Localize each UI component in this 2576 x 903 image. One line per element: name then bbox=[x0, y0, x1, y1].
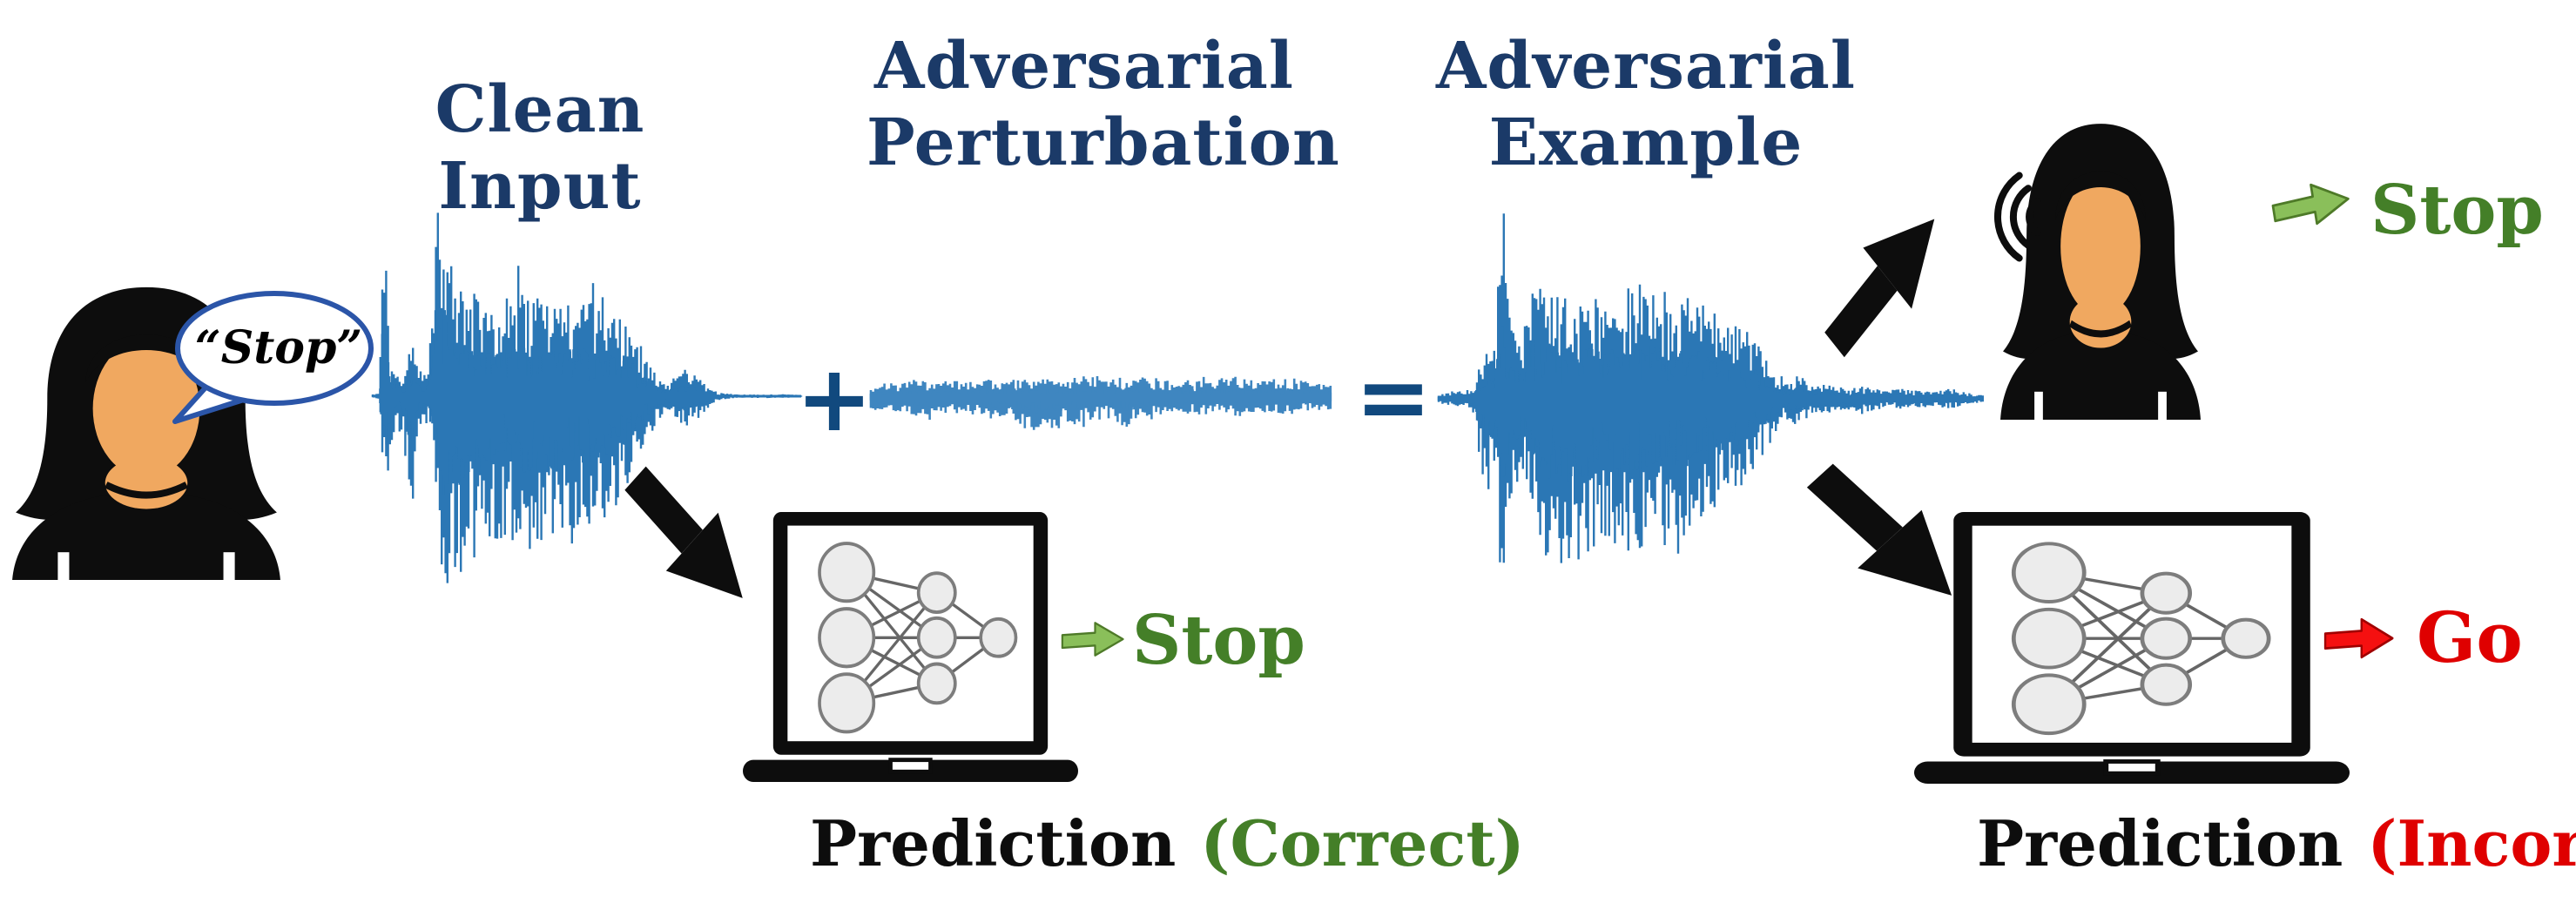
waveform-trace bbox=[371, 310, 803, 495]
waveform-trace bbox=[1437, 326, 1984, 482]
adversarial-example-waveform bbox=[1437, 213, 1984, 563]
laptop-icon bbox=[743, 512, 1078, 782]
laptop-icon bbox=[1914, 512, 2350, 784]
human-prediction-arrow-icon bbox=[2269, 178, 2353, 232]
adversarial-model-laptop bbox=[1914, 512, 2350, 784]
sound-waves-icon bbox=[1993, 172, 2041, 262]
clean-prediction-caption: Prediction (Correct) bbox=[810, 806, 1525, 880]
adversarial-perturbation-title-line1: Adversarial bbox=[874, 29, 1294, 104]
clean-model-laptop bbox=[743, 512, 1078, 782]
adversarial-perturbation-title-line2: Perturbation bbox=[867, 105, 1340, 180]
speech-bubble bbox=[172, 291, 374, 424]
adversarial-prediction-caption: Prediction (Incorrect) bbox=[1977, 806, 2576, 880]
speech-bubble-body bbox=[175, 291, 374, 406]
clean-prediction-caption-text: Prediction bbox=[810, 806, 1177, 880]
clean-input-title: Clean Input bbox=[435, 72, 645, 224]
adversarial-example-title: Adversarial Example bbox=[1428, 28, 1864, 181]
waveform-trace bbox=[869, 386, 1332, 414]
clean-prediction-status: (Correct) bbox=[1200, 806, 1525, 880]
adversarial-perturbation-title: Adversarial Perturbation bbox=[867, 28, 1340, 181]
adversarial-prediction-status: (Incorrect) bbox=[2367, 806, 2576, 880]
speech-bubble-text: “Stop” bbox=[194, 321, 363, 374]
adversarial-example-title-line1: Adversarial bbox=[1436, 29, 1856, 104]
adversarial-example-title-line2: Example bbox=[1488, 105, 1804, 180]
arrow-adversarial-to-human-icon bbox=[1824, 219, 1935, 358]
arrow-clean-to-model-icon bbox=[624, 466, 743, 598]
plus-operator: + bbox=[796, 346, 873, 452]
listener-person bbox=[1993, 113, 2208, 420]
clean-prediction-label: Stop bbox=[1132, 601, 1305, 680]
human-prediction-label: Stop bbox=[2370, 171, 2544, 250]
adversarial-perturbation-waveform bbox=[869, 376, 1332, 430]
clean-input-waveform bbox=[371, 212, 803, 583]
adversarial-prediction-label: Go bbox=[2417, 596, 2523, 678]
adversarial-prediction-arrow-icon bbox=[2323, 617, 2394, 659]
equals-operator: = bbox=[1355, 344, 1432, 450]
adversarial-prediction-caption-text: Prediction bbox=[1977, 806, 2343, 880]
clean-prediction-arrow-icon bbox=[1061, 622, 1124, 657]
human-prediction-arrow bbox=[2268, 173, 2355, 236]
